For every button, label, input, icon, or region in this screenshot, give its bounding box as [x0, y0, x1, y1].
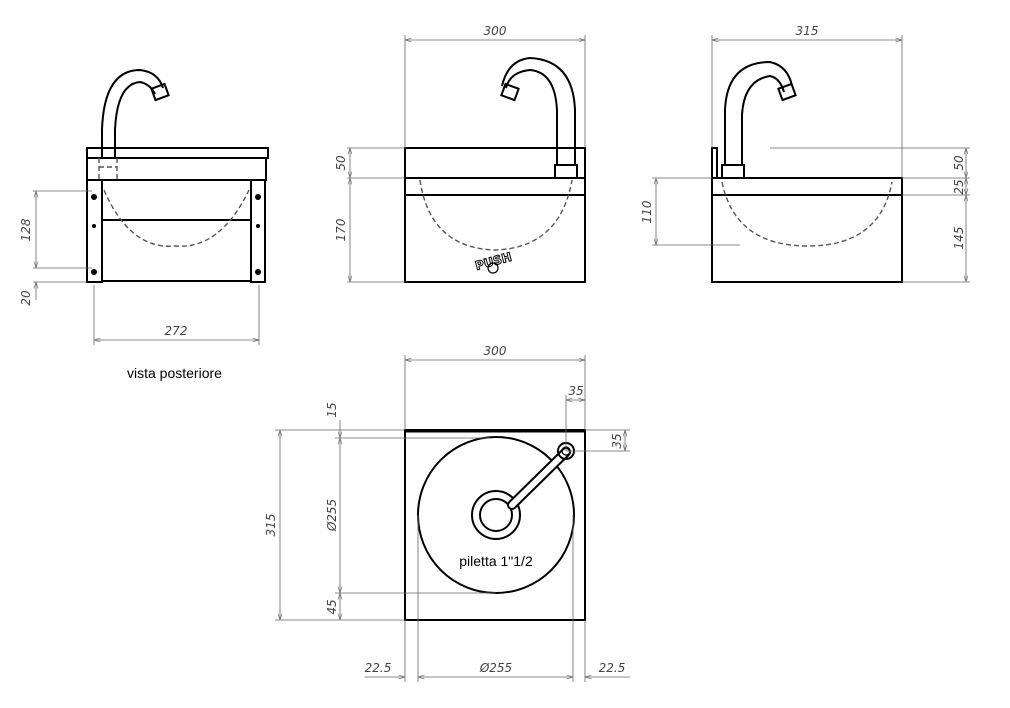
- push-label: PUSH: [474, 250, 514, 273]
- dim-22-5-left: 22.5: [365, 661, 392, 675]
- body: [711, 177, 903, 283]
- dim-145: 145: [952, 227, 966, 250]
- dim-20: 20: [19, 290, 33, 306]
- bracket-right: [250, 179, 266, 283]
- dim-110: 110: [640, 200, 654, 223]
- drain-label: piletta 1"1/2: [459, 553, 533, 569]
- counter: [86, 157, 267, 181]
- top-view: piletta 1"1/2 300 35 35 315 15 Ø255 45 2…: [264, 344, 630, 682]
- dim-bowl-vertical: Ø255: [325, 499, 339, 532]
- view-label: vista posteriore: [127, 365, 222, 381]
- dim-45: 45: [325, 599, 339, 614]
- dim-272: 272: [165, 324, 188, 338]
- dim-128: 128: [19, 218, 33, 241]
- dim-315: 315: [264, 514, 278, 537]
- dim-22-5-right: 22.5: [599, 661, 626, 675]
- body: [404, 177, 586, 283]
- side-view: 315 110 50 25 145: [640, 24, 970, 283]
- keyhole-icons: [91, 194, 261, 275]
- dim-170: 170: [334, 218, 348, 241]
- dim-bowl-horizontal: Ø255: [479, 661, 512, 675]
- dim-300: 300: [484, 24, 507, 38]
- drain-outer: [471, 490, 521, 540]
- push-button: [487, 262, 499, 274]
- bracket-left: [86, 179, 103, 283]
- dim-50: 50: [952, 155, 966, 171]
- dim-300: 300: [484, 344, 507, 358]
- faucet: [101, 68, 164, 158]
- dim-35-x: 35: [568, 384, 583, 398]
- dim-35-y: 35: [610, 433, 624, 448]
- dim-25: 25: [952, 179, 966, 194]
- dim-50: 50: [334, 155, 348, 171]
- front-view: PUSH 300 50 170: [334, 24, 586, 283]
- dim-315: 315: [796, 24, 819, 38]
- dim-15: 15: [325, 402, 339, 417]
- drain-inner: [479, 498, 513, 532]
- rear-view: 128 20 272 vista posteriore: [19, 68, 269, 381]
- nozzle: [150, 82, 170, 102]
